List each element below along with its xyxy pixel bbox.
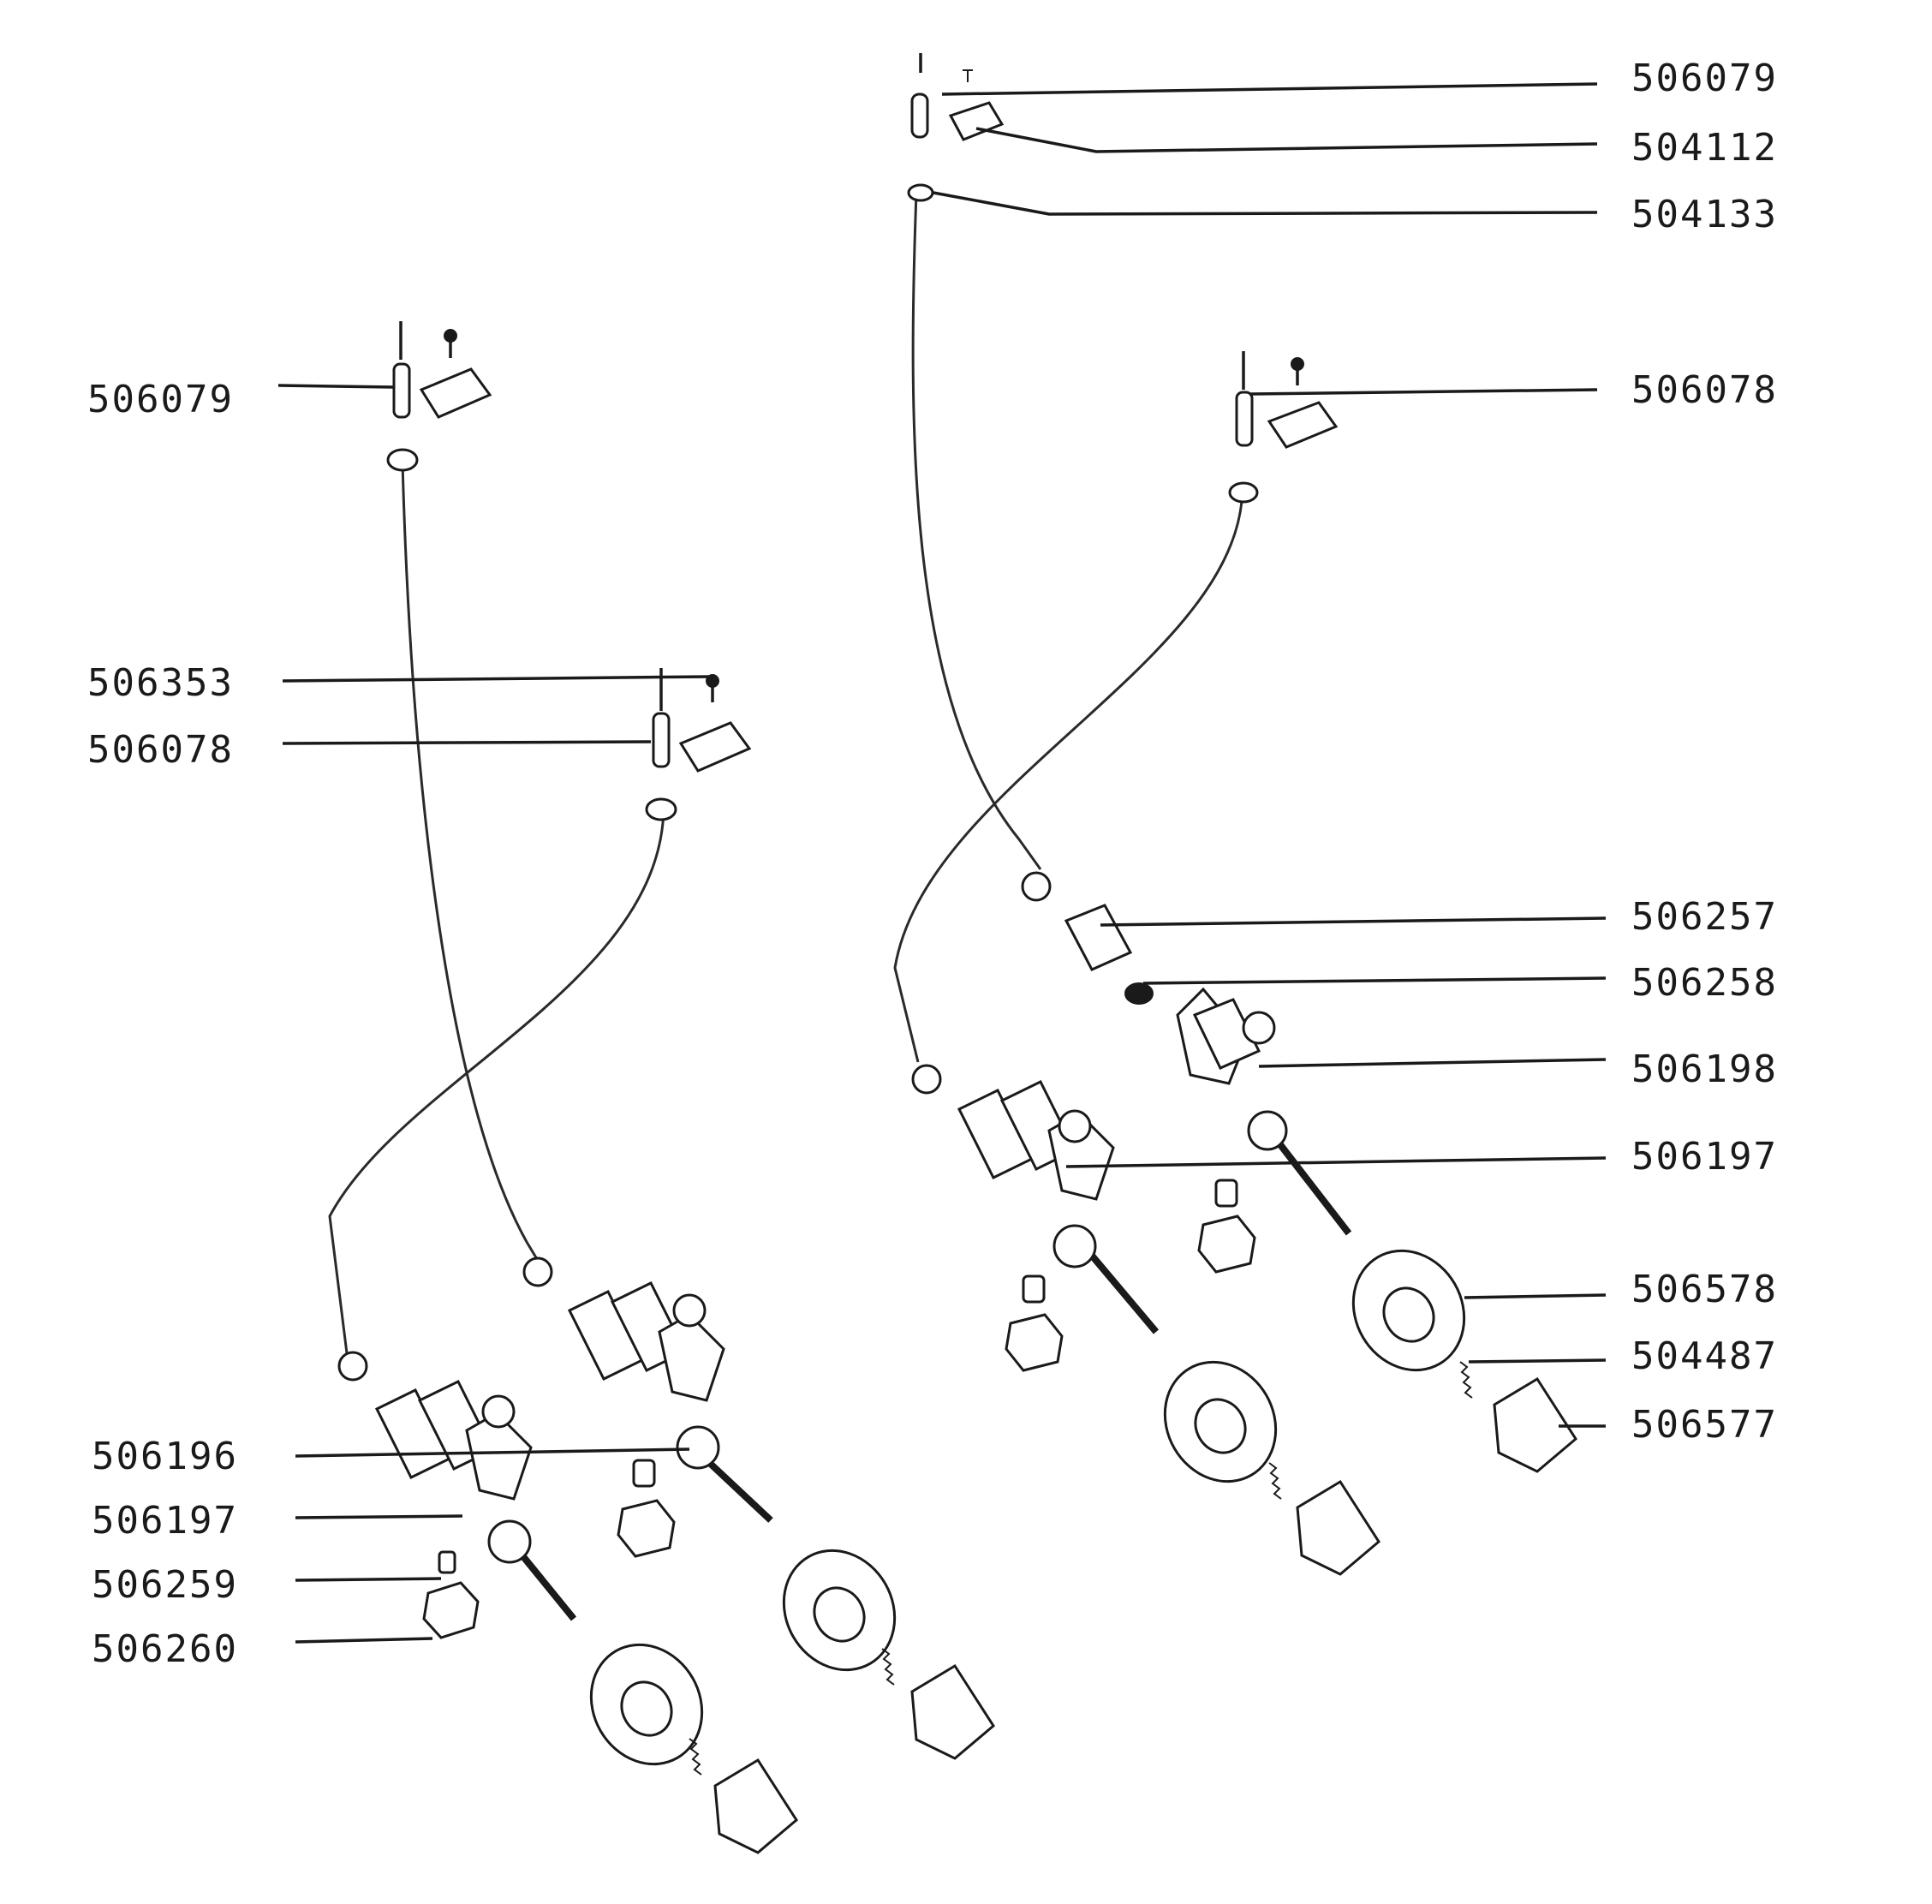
valve-left-lower: [374, 1379, 577, 1621]
label-506578: 506578: [1631, 1268, 1778, 1311]
valve-right-lower: [957, 1079, 1160, 1334]
label-504487: 504487: [1631, 1334, 1778, 1378]
leader-lines: [277, 82, 1607, 1644]
tube-right-short: [893, 500, 1243, 1063]
tube-right-long: [911, 192, 1042, 870]
valve-left-upper: [567, 1280, 773, 1523]
tube-left-long: [401, 462, 541, 1264]
springs: [689, 1361, 1473, 1776]
capillary-tubes: [328, 192, 1243, 1354]
label-506257: 506257: [1631, 895, 1778, 939]
label-506259: 506259: [92, 1563, 238, 1607]
sensor-top-right: [907, 53, 1005, 202]
label-506078-right: 506078: [1631, 368, 1778, 412]
studs-and-nuts: [422, 1179, 1256, 1639]
tube-left-short: [328, 809, 665, 1354]
label-504112: 504112: [1631, 126, 1778, 170]
label-506258: 506258: [1631, 961, 1778, 1005]
label-506577: 506577: [1631, 1403, 1778, 1447]
label-504133: 504133: [1631, 193, 1778, 236]
sensor-top-left: [386, 321, 492, 472]
label-506260: 506260: [92, 1627, 238, 1671]
tube-nuts: [337, 871, 1052, 1382]
label-506353: 506353: [87, 661, 234, 705]
label-506197-right: 506197: [1631, 1135, 1778, 1179]
part-labels-right: 506079 504112 504133 506078 506257 50625…: [1631, 57, 1778, 1447]
knobs: [713, 1376, 1577, 1854]
sensor-mid-right: [1228, 351, 1339, 504]
label-506079-left: 506079: [87, 378, 234, 421]
label-506197-left: 506197: [92, 1499, 238, 1543]
label-506196: 506196: [92, 1435, 238, 1478]
label-506078-left: 506078: [87, 728, 234, 772]
label-506079-right: 506079: [1631, 57, 1778, 100]
part-labels-left: 506079 506353 506078 506196 506197 50625…: [87, 378, 238, 1671]
label-506198: 506198: [1631, 1047, 1778, 1091]
bezels: [589, 1249, 1466, 1766]
valve-right-upper: [1064, 904, 1352, 1236]
sensor-mid-left: [645, 668, 752, 821]
